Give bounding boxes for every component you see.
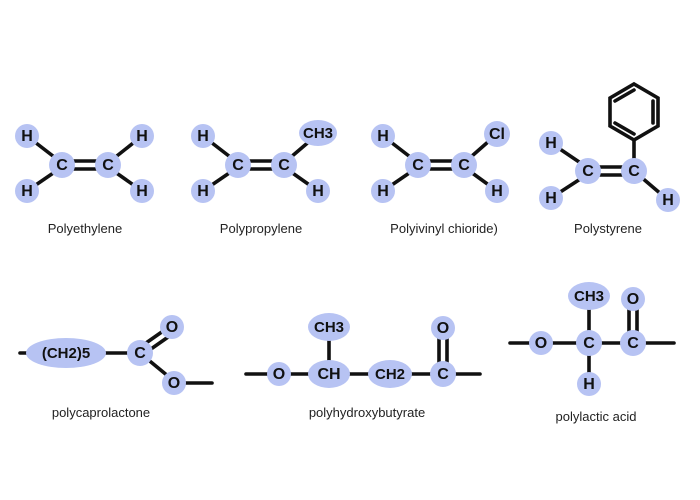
ch3-group: CH3 bbox=[574, 288, 604, 305]
polyhydroxybutyrate-structure: O CH CH3 CH2 C O polyhydroxybutyrate bbox=[244, 313, 482, 420]
ch3-group: CH3 bbox=[303, 125, 333, 142]
h-atom: H bbox=[545, 135, 557, 152]
polypropylene-structure: H H C C CH3 H Polypropylene bbox=[191, 120, 337, 236]
o-atom: O bbox=[437, 320, 449, 337]
c-atom: C bbox=[583, 335, 595, 352]
benzene-ring-icon bbox=[608, 81, 660, 143]
h-atom: H bbox=[21, 128, 33, 145]
c-atom: C bbox=[102, 157, 114, 174]
h-atom: H bbox=[583, 376, 595, 393]
h-atom: H bbox=[312, 183, 324, 200]
cl-atom: Cl bbox=[489, 126, 505, 143]
h-atom: H bbox=[491, 183, 503, 200]
polyhydroxybutyrate-label: polyhydroxybutyrate bbox=[309, 405, 425, 420]
o-atom: O bbox=[535, 335, 547, 352]
c-atom: C bbox=[278, 157, 290, 174]
h-atom: H bbox=[136, 183, 148, 200]
c-atom: C bbox=[412, 157, 424, 174]
o-atom: O bbox=[627, 291, 639, 308]
c-atom: C bbox=[458, 157, 470, 174]
polyethylene-label: Polyethylene bbox=[48, 221, 122, 236]
ch-group: CH bbox=[317, 366, 340, 383]
polycaprolactone-structure: (CH2)5 C O O polycaprolactone bbox=[18, 315, 214, 420]
polycaprolactone-label: polycaprolactone bbox=[52, 405, 150, 420]
polystyrene-label: Polystyrene bbox=[574, 221, 642, 236]
ch2-chain-group: (CH2)5 bbox=[42, 345, 90, 362]
ch3-group: CH3 bbox=[314, 319, 344, 336]
pvc-label: Polyivinyl chioride) bbox=[390, 221, 498, 236]
c-atom: C bbox=[582, 163, 594, 180]
h-atom: H bbox=[377, 183, 389, 200]
c-atom: C bbox=[628, 163, 640, 180]
o-atom: O bbox=[273, 366, 285, 383]
h-atom: H bbox=[197, 183, 209, 200]
h-atom: H bbox=[662, 192, 674, 209]
h-atom: H bbox=[377, 128, 389, 145]
pvc-structure: H H C C Cl H Polyivinyl chioride) bbox=[371, 121, 510, 236]
ch2-group: CH2 bbox=[375, 366, 405, 383]
c-atom: C bbox=[627, 335, 639, 352]
o-atom: O bbox=[168, 375, 180, 392]
c-atom: C bbox=[56, 157, 68, 174]
polyethylene-structure: H H C C H H Polyethylene bbox=[15, 124, 154, 236]
polylactic-acid-structure: O C CH3 H C O polylactic acid bbox=[508, 282, 676, 424]
o-atom: O bbox=[166, 319, 178, 336]
polypropylene-label: Polypropylene bbox=[220, 221, 302, 236]
polylactic-acid-label: polylactic acid bbox=[556, 409, 637, 424]
c-atom: C bbox=[134, 345, 146, 362]
polystyrene-structure: H H C C H Polystyrene bbox=[539, 81, 680, 236]
h-atom: H bbox=[21, 183, 33, 200]
c-atom: C bbox=[232, 157, 244, 174]
h-atom: H bbox=[545, 190, 557, 207]
c-atom: C bbox=[437, 366, 449, 383]
h-atom: H bbox=[197, 128, 209, 145]
h-atom: H bbox=[136, 128, 148, 145]
